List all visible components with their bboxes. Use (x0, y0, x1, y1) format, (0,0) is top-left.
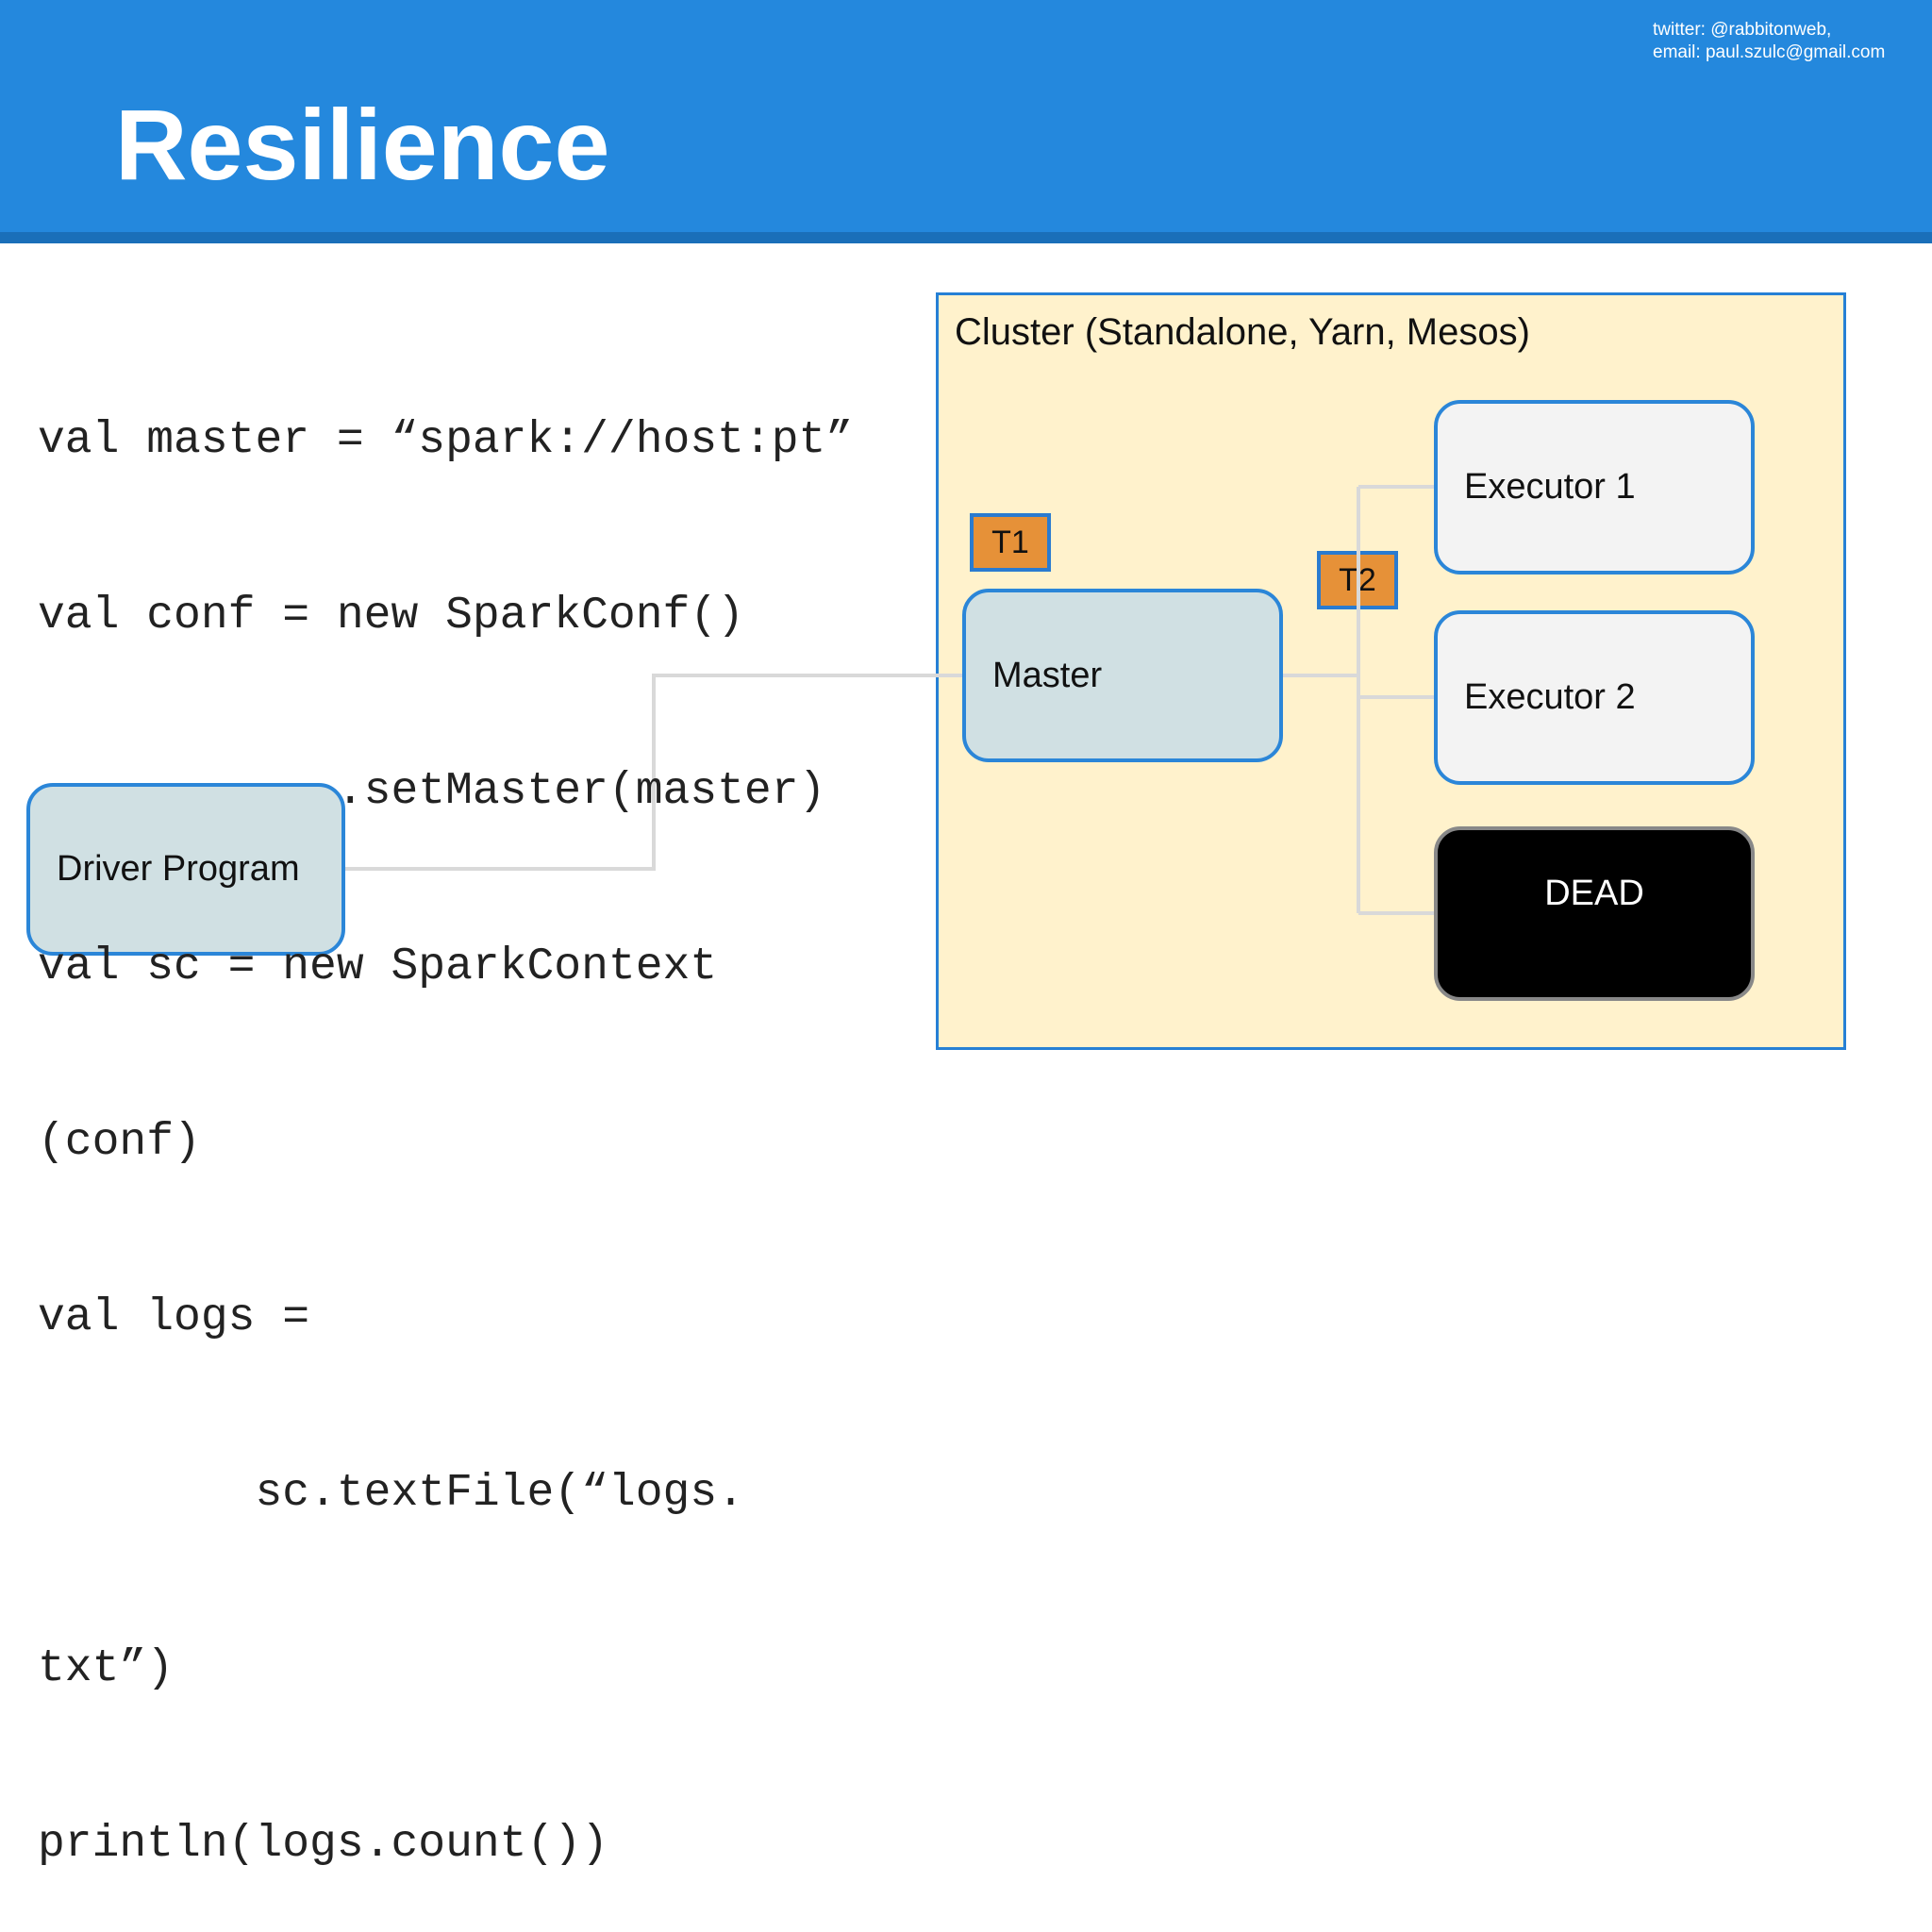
header-bar (0, 0, 1932, 232)
code-line: println(logs.count()) (38, 1819, 608, 1870)
task-t1-badge: T1 (970, 513, 1051, 572)
code-line: val sc = new SparkContext (38, 941, 718, 992)
code-line: sc.textFile(“logs. (38, 1468, 744, 1519)
code-line: txt”) (38, 1643, 175, 1694)
code-line: .setMaster(master) (38, 766, 826, 817)
cluster-label: Cluster (Standalone, Yarn, Mesos) (955, 311, 1530, 353)
contact-email: email: paul.szulc@gmail.com (1653, 42, 1886, 62)
executor-1-box: Executor 1 (1434, 400, 1755, 575)
executor-2-label: Executor 2 (1464, 677, 1636, 717)
executor-2-box: Executor 2 (1434, 610, 1755, 785)
task-t2-badge: T2 (1317, 551, 1398, 609)
task-t1-label: T1 (991, 524, 1029, 560)
master-box: Master (962, 589, 1283, 762)
slide-title: Resilience (115, 90, 610, 201)
dead-executor-box: DEAD (1434, 826, 1755, 1001)
contact-twitter: twitter: @rabbitonweb, (1653, 20, 1832, 40)
dead-label: DEAD (1544, 874, 1644, 913)
code-line: val logs = (38, 1292, 310, 1343)
code-block: val master = “spark://host:pt” val conf … (38, 294, 853, 1932)
code-line: (conf) (38, 1117, 201, 1168)
header-divider (0, 232, 1932, 243)
master-label: Master (992, 655, 1103, 695)
task-t2-label: T2 (1339, 561, 1376, 598)
driver-program-label: Driver Program (57, 849, 300, 889)
contact-info: twitter: @rabbitonweb, email: paul.szulc… (1653, 19, 1885, 64)
driver-program-box: Driver Program (26, 783, 345, 956)
code-line: val master = “spark://host:pt” (38, 415, 854, 466)
executor-1-label: Executor 1 (1464, 467, 1636, 507)
code-line: val conf = new SparkConf() (38, 591, 744, 641)
